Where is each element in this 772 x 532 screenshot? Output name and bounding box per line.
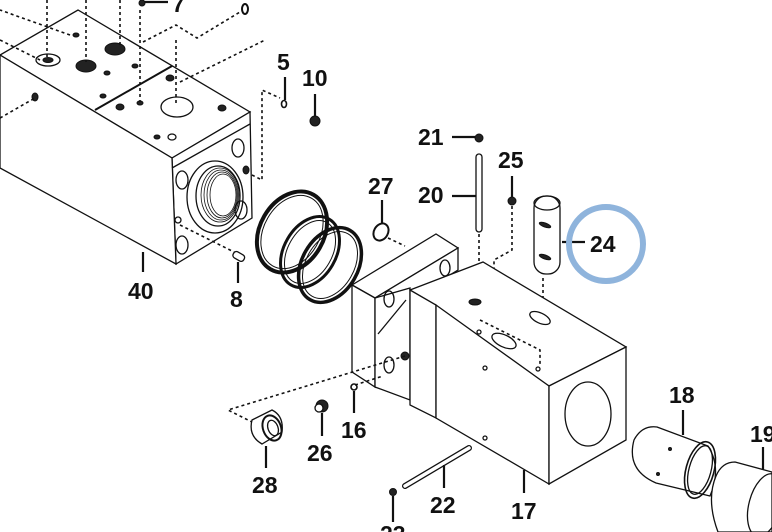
part-5-oring[interactable]: 5 — [277, 49, 290, 109]
part-27-oring[interactable]: 27 — [368, 173, 406, 247]
part-23-plug[interactable]: 23 — [380, 488, 406, 532]
callout-22[interactable]: 22 — [430, 492, 456, 518]
callout-8[interactable]: 8 — [230, 286, 243, 312]
part-7-fitting[interactable]: 7 — [138, 0, 249, 17]
thread-rings — [200, 167, 240, 223]
callout-5[interactable]: 5 — [277, 49, 290, 75]
part-19-sleeve[interactable]: 19 — [710, 421, 772, 532]
assembly-lines-bottom — [225, 355, 406, 423]
callout-10[interactable]: 10 — [302, 65, 328, 91]
callout-23[interactable]: 23 — [380, 521, 406, 532]
callout-27[interactable]: 27 — [368, 173, 394, 199]
part-8-dowel[interactable]: 8 — [230, 250, 246, 312]
callout-17[interactable]: 17 — [511, 498, 537, 524]
part-28-bushing[interactable]: 28 — [250, 409, 285, 498]
callout-18[interactable]: 18 — [669, 382, 695, 408]
callout-28[interactable]: 28 — [252, 472, 278, 498]
callout-24[interactable]: 24 — [590, 231, 616, 257]
callout-40[interactable]: 40 — [128, 278, 154, 304]
part-26-plug[interactable]: 26 — [307, 399, 333, 466]
callout-16[interactable]: 16 — [341, 417, 367, 443]
callout-19[interactable]: 19 — [750, 421, 772, 447]
callout-25[interactable]: 25 — [498, 147, 524, 173]
callout-7[interactable]: 7 — [172, 0, 185, 17]
highlight-circle — [566, 204, 646, 284]
part-40-valve-block[interactable] — [0, 9, 253, 266]
callout-21[interactable]: 21 — [418, 124, 444, 150]
callout-20[interactable]: 20 — [418, 182, 444, 208]
part-16-ball[interactable]: 16 — [341, 383, 367, 443]
part-17-callout[interactable]: 17 — [511, 470, 537, 524]
part-10-plug[interactable]: 10 — [302, 65, 328, 127]
part-17-body[interactable] — [408, 261, 628, 486]
assembly-lines-top — [0, 0, 281, 256]
part-21-ball[interactable]: 21 — [418, 124, 484, 150]
part-22-rod[interactable]: 22 — [402, 445, 472, 518]
seal-rings[interactable] — [243, 179, 374, 314]
callout-26[interactable]: 26 — [307, 440, 333, 466]
part-18-sleeve[interactable]: 18 — [631, 382, 721, 502]
part-40-callout[interactable]: 40 — [128, 252, 154, 304]
